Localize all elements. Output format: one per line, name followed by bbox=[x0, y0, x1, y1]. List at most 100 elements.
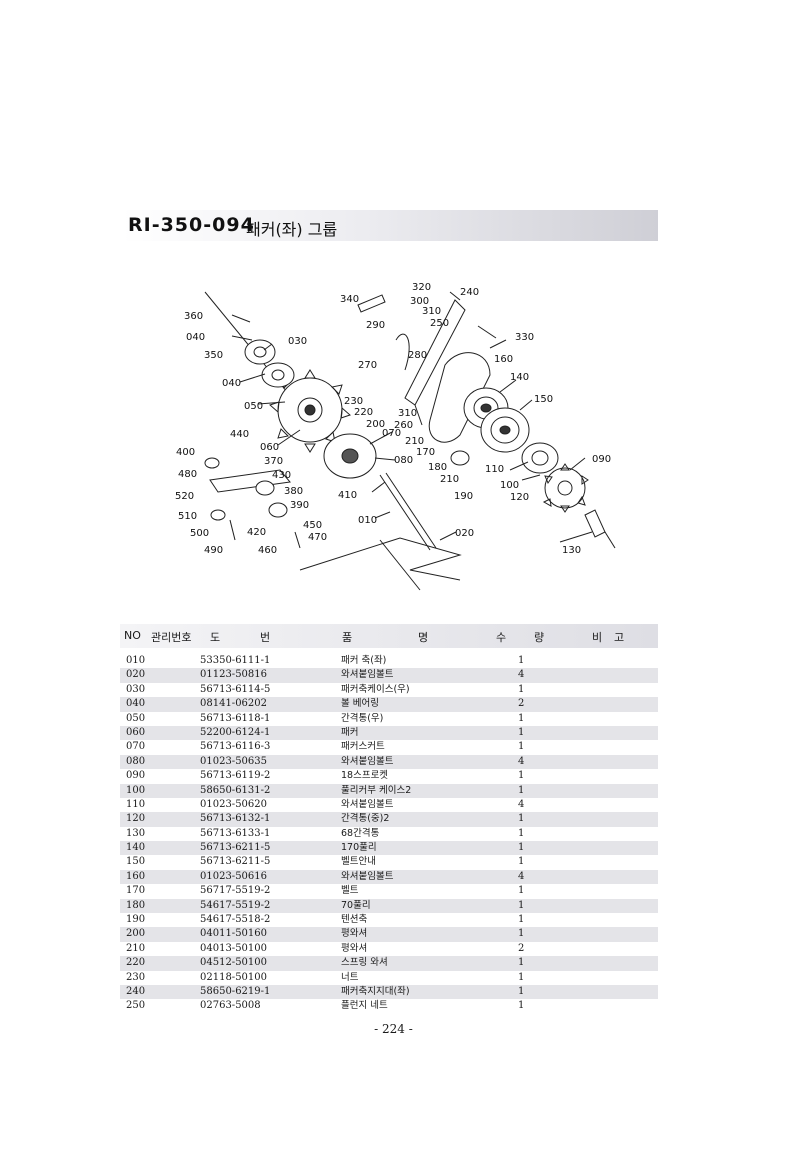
quantity: 4 bbox=[518, 870, 525, 882]
callout-label: 310 bbox=[422, 306, 441, 317]
part-no: 010 bbox=[126, 655, 146, 666]
callout-label: 270 bbox=[358, 360, 377, 371]
part-no: 070 bbox=[126, 741, 146, 753]
part-name: 18스프로켓 bbox=[341, 770, 389, 782]
drawing-no: 56717-5519-2 bbox=[200, 885, 271, 897]
callout-label: 240 bbox=[460, 287, 479, 298]
callout-label: 360 bbox=[184, 311, 203, 322]
quantity: 2 bbox=[518, 942, 525, 954]
callout-label: 020 bbox=[455, 528, 474, 539]
header-qty-2: 량 bbox=[534, 631, 545, 644]
quantity: 2 bbox=[518, 698, 525, 710]
part-name: 패커 축(좌) bbox=[341, 655, 387, 666]
drawing-no: 58650-6219-1 bbox=[200, 985, 271, 997]
part-name: 볼 베어링 bbox=[341, 698, 379, 710]
callout-label: 090 bbox=[592, 454, 611, 465]
callout-label: 450 bbox=[303, 520, 322, 531]
callout-label: 480 bbox=[178, 469, 197, 480]
drawing-no: 56713-6211-5 bbox=[200, 856, 271, 868]
part-no: 200 bbox=[126, 928, 146, 940]
part-no: 110 bbox=[126, 798, 146, 810]
quantity: 1 bbox=[518, 813, 525, 825]
part-name: 간격통(중)2 bbox=[341, 813, 390, 825]
part-name: 170풀리 bbox=[341, 842, 377, 854]
part-no: 250 bbox=[126, 1000, 146, 1012]
part-name: 와셔붙임볼트 bbox=[341, 755, 394, 767]
drawing-no: 52200-6124-1 bbox=[200, 726, 271, 738]
callout-label: 030 bbox=[288, 336, 307, 347]
header-note-2: 고 bbox=[614, 631, 625, 644]
drawing-no: 54617-5518-2 bbox=[200, 914, 271, 926]
callout-labels: 320 240 340 300 310 290 250 330 160 270 … bbox=[175, 282, 611, 556]
callout-label: 080 bbox=[394, 455, 413, 466]
callout-label: 290 bbox=[366, 320, 385, 331]
parts-table-body: 010 53350-6111-1 패커 축(좌) 1 020 01123-50816 와셔붙… bbox=[120, 654, 658, 1014]
part-no: 220 bbox=[126, 957, 146, 969]
callout-label: 250 bbox=[430, 318, 449, 329]
callout-label: 440 bbox=[230, 429, 249, 440]
quantity: 1 bbox=[518, 655, 525, 666]
callout-label: 300 bbox=[410, 296, 429, 307]
callout-label: 100 bbox=[500, 480, 519, 491]
callout-label: 410 bbox=[338, 490, 357, 501]
drawing-no: 04011-50160 bbox=[200, 928, 268, 940]
callout-label: 310 bbox=[398, 408, 417, 419]
table-row: 210 04013-50100 평와셔 2 bbox=[120, 942, 658, 956]
drawing-no: 01123-50816 bbox=[200, 669, 268, 681]
part-name: 68간격통 bbox=[341, 827, 380, 839]
part-no: 230 bbox=[126, 971, 146, 983]
part-name: 텐션축 bbox=[341, 914, 368, 926]
exploded-parts-diagram: 320 240 340 300 310 290 250 330 160 270 … bbox=[175, 282, 616, 591]
quantity: 1 bbox=[518, 957, 525, 969]
part-name: 벨트 bbox=[341, 885, 359, 897]
part-no: 100 bbox=[126, 784, 146, 796]
drawing-no: 01023-50620 bbox=[200, 798, 268, 810]
callout-label: 370 bbox=[264, 456, 283, 467]
header-name-2: 명 bbox=[418, 631, 429, 644]
callout-label: 400 bbox=[176, 447, 195, 458]
drawing-no: 04013-50100 bbox=[200, 942, 268, 954]
callout-label: 260 bbox=[394, 420, 413, 431]
part-no: 140 bbox=[126, 842, 146, 854]
table-row: 010 53350-6111-1 패커 축(좌) 1 bbox=[120, 654, 658, 668]
drawing-no: 56713-6114-5 bbox=[200, 683, 271, 695]
callout-label: 320 bbox=[412, 282, 431, 293]
drawing-no: 53350-6111-1 bbox=[200, 655, 271, 666]
part-name: 패커축케이스(우) bbox=[341, 683, 410, 695]
part-name: 풀리커부 케이스2 bbox=[341, 784, 412, 796]
quantity: 1 bbox=[518, 770, 525, 782]
callout-label: 510 bbox=[178, 511, 197, 522]
callout-label: 220 bbox=[354, 407, 373, 418]
drawing-no: 56713-6116-3 bbox=[200, 741, 271, 753]
part-name: 너트 bbox=[341, 971, 359, 983]
part-no: 170 bbox=[126, 885, 146, 897]
part-no: 130 bbox=[126, 827, 146, 839]
page-number: - 224 - bbox=[374, 1022, 413, 1036]
callout-label: 430 bbox=[272, 470, 291, 481]
callout-label: 500 bbox=[190, 528, 209, 539]
part-no: 020 bbox=[126, 669, 146, 681]
part-no: 210 bbox=[126, 942, 146, 954]
part-name: 평와셔 bbox=[341, 942, 368, 954]
callout-label: 210 bbox=[440, 474, 459, 485]
quantity: 1 bbox=[518, 827, 525, 839]
part-name: 패커축지지대(좌) bbox=[341, 985, 410, 997]
drawing-no: 58650-6131-2 bbox=[200, 784, 271, 796]
part-name: 플런지 네트 bbox=[341, 1000, 388, 1012]
drawing-no: 54617-5519-2 bbox=[200, 899, 271, 911]
part-no: 060 bbox=[126, 726, 146, 738]
quantity: 1 bbox=[518, 928, 525, 940]
callout-label: 130 bbox=[562, 545, 581, 556]
